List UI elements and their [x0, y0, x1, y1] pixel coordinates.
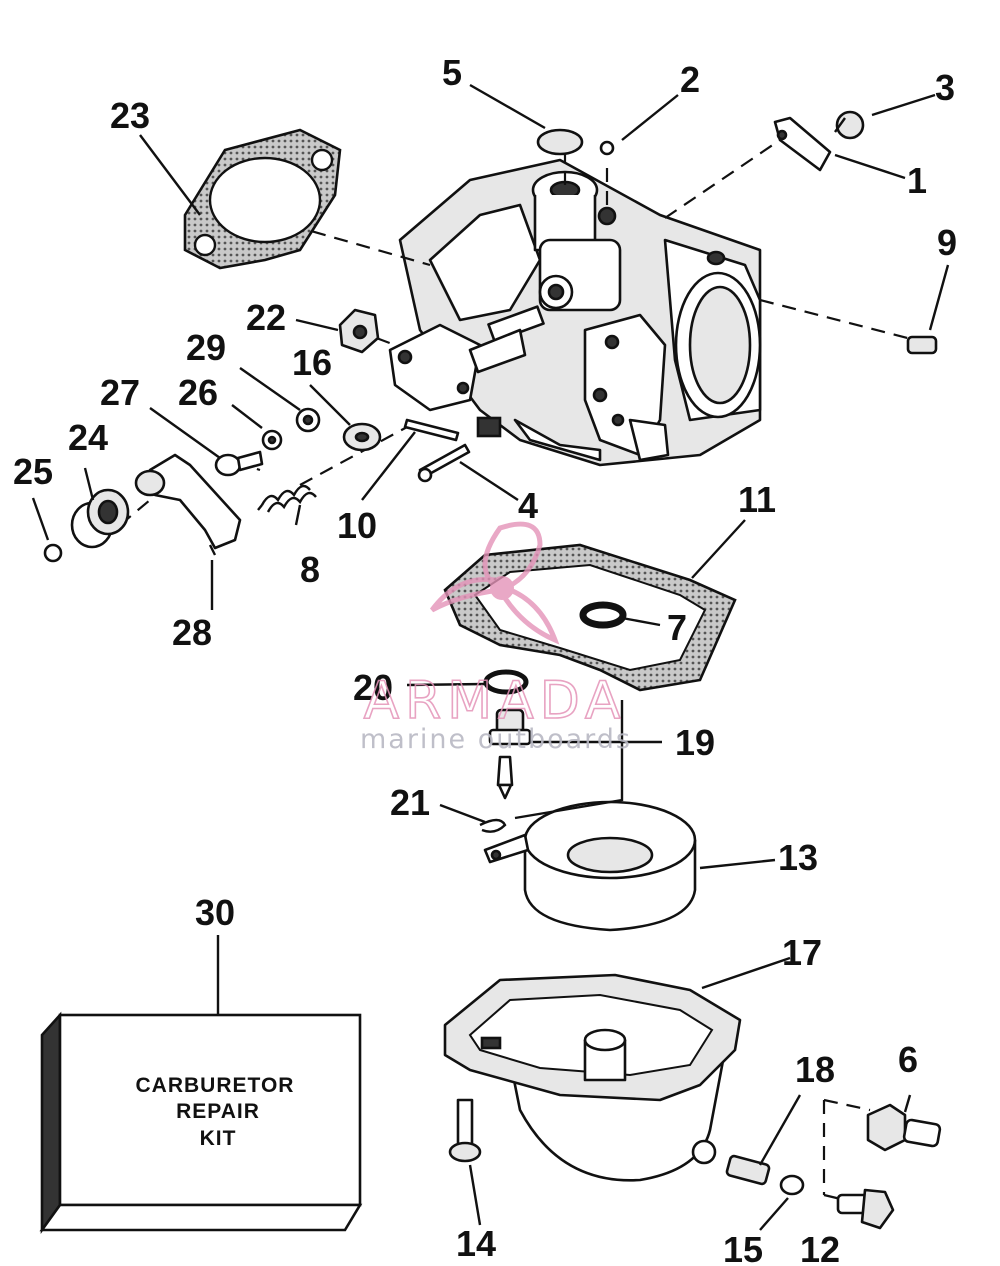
part-6-fitting	[866, 1103, 942, 1152]
label-part-10: 10	[337, 505, 377, 546]
label-part-25: 25	[13, 451, 53, 492]
label-part-30: 30	[195, 892, 235, 933]
label-part-29: 29	[186, 327, 226, 368]
part-needle	[496, 755, 514, 800]
label-part-20: 20	[353, 667, 393, 708]
label-part-3: 3	[935, 67, 955, 108]
part-8-spring	[257, 484, 317, 513]
label-part-6: 6	[898, 1039, 918, 1080]
carburetor-body	[398, 158, 762, 467]
watermark-logo	[429, 521, 560, 645]
label-part-8: 8	[300, 549, 320, 590]
part-29-lockwasher	[295, 407, 321, 433]
label-part-27: 27	[100, 372, 140, 413]
label-part-26: 26	[178, 372, 218, 413]
part-13-float	[483, 800, 697, 932]
part-22-nut	[338, 308, 380, 354]
label-part-19: 19	[675, 722, 715, 763]
part-23-gasket	[183, 128, 342, 270]
label-part-9: 9	[937, 222, 957, 263]
kit-label-line-3: KIT	[200, 1127, 237, 1150]
part-number-labels: 1 2 3 4 5 6 7 8 9 10 11 12 13 14 15 16 1…	[13, 52, 957, 1266]
part-24-bushing	[70, 488, 130, 549]
part-14-screw	[448, 1098, 482, 1163]
part-25-o-ring	[43, 543, 63, 563]
label-part-22: 22	[246, 297, 286, 338]
part-17-float-bowl	[443, 973, 742, 1182]
label-part-28: 28	[172, 612, 212, 653]
label-part-4: 4	[518, 485, 538, 526]
label-part-14: 14	[456, 1223, 496, 1264]
part-30-repair-kit-box: CARBURETOR REPAIR KIT	[39, 1011, 363, 1235]
part-2-ball	[599, 140, 615, 156]
watermark-tagline: marine outboards	[360, 724, 632, 755]
part-3-screw	[834, 110, 865, 140]
part-18-jet	[725, 1154, 771, 1186]
part-5-plug	[536, 128, 584, 156]
callout-leaders	[31, 83, 950, 1231]
label-part-11: 11	[738, 479, 776, 520]
watermark: ARMADA marine outboards	[360, 521, 632, 755]
label-part-17: 17	[782, 932, 822, 973]
part-9-plug-screw	[906, 335, 938, 355]
throttle-plate	[388, 323, 527, 412]
label-part-1: 1	[907, 160, 927, 201]
label-part-13: 13	[778, 837, 818, 878]
part-1-bracket	[773, 116, 832, 172]
part-27-screw	[214, 450, 264, 477]
part-28-lever	[134, 453, 242, 556]
label-part-12: 12	[800, 1229, 840, 1266]
part-19-needle-seat	[488, 708, 532, 746]
part-4-screw	[417, 443, 471, 483]
part-15-washer	[779, 1174, 805, 1196]
label-part-18: 18	[795, 1049, 835, 1090]
label-part-16: 16	[292, 342, 332, 383]
kit-label-line-2: REPAIR	[176, 1100, 260, 1123]
part-10-pin	[403, 418, 460, 442]
part-7-seal	[579, 601, 627, 629]
part-21-clip	[479, 818, 507, 833]
part-26-washer	[261, 429, 283, 451]
label-part-2: 2	[680, 59, 700, 100]
label-part-7: 7	[667, 607, 687, 648]
part-12-screw	[836, 1188, 895, 1230]
label-part-23: 23	[110, 95, 150, 136]
part-16-washer	[342, 422, 382, 452]
label-part-24: 24	[68, 417, 108, 458]
label-part-21: 21	[390, 782, 430, 823]
part-20-gasket-ring	[483, 669, 529, 695]
watermark-brand: ARMADA	[364, 671, 627, 731]
label-part-15: 15	[723, 1229, 763, 1266]
kit-label-line-1: CARBURETOR	[136, 1074, 295, 1097]
label-part-5: 5	[442, 52, 462, 93]
